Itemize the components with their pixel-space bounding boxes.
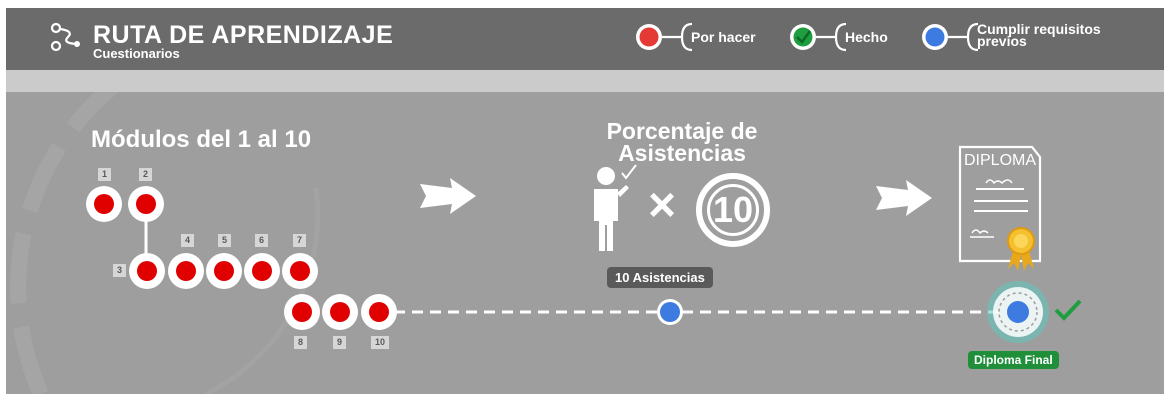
module-node-3[interactable]	[129, 253, 165, 289]
module-node-10[interactable]	[361, 294, 397, 330]
module-node-1[interactable]	[86, 186, 122, 222]
route-icon	[50, 22, 80, 52]
checkmark-icon	[1054, 299, 1082, 321]
module-number-6: 6	[255, 234, 268, 247]
multiply-sign: ×	[648, 179, 677, 232]
legend-done-icon	[790, 22, 847, 52]
person-check-icon	[594, 164, 637, 251]
module-node-8[interactable]	[284, 294, 320, 330]
module-number-8: 8	[294, 336, 307, 349]
module-number-10: 10	[371, 336, 389, 349]
attendance-title: Porcentaje de Asistencias	[582, 118, 782, 166]
page-subtitle: Cuestionarios	[93, 46, 180, 61]
prereq-node-attendance[interactable]	[655, 297, 685, 327]
legend-todo-icon	[636, 22, 693, 52]
legend-prereq-label-line2: previos	[977, 33, 1027, 49]
final-prereq-node[interactable]	[983, 277, 1053, 347]
module-number-1: 1	[98, 168, 111, 181]
page-title: RUTA DE APRENDIZAJE	[93, 21, 394, 49]
module-number-7: 7	[293, 234, 306, 247]
module-number-4: 4	[181, 234, 194, 247]
diploma-doc-title: DIPLOMA	[964, 152, 1037, 169]
module-number-9: 9	[333, 336, 346, 349]
module-node-6[interactable]	[244, 253, 280, 289]
legend-prereq-icon	[922, 22, 979, 52]
module-node-5[interactable]	[206, 253, 242, 289]
legend-done-label: Hecho	[845, 29, 888, 45]
legend-todo-label: Por hacer	[691, 29, 756, 45]
diploma-badge: Diploma Final	[968, 351, 1059, 369]
module-node-7[interactable]	[282, 253, 318, 289]
attendance-title-line1: Porcentaje de	[606, 118, 758, 144]
module-node-9[interactable]	[322, 294, 358, 330]
legend-prereq-label-line1: Cumplir requisitos	[977, 21, 1101, 37]
module-node-4[interactable]	[168, 253, 204, 289]
module-number-5: 5	[218, 234, 231, 247]
legend-done: Hecho	[788, 20, 908, 54]
number-ten-icon: 10	[696, 173, 770, 247]
arrow-right-icon	[420, 178, 476, 214]
attendance-count: 10	[712, 189, 754, 230]
module-node-2[interactable]	[128, 186, 164, 222]
module-number-2: 2	[139, 168, 152, 181]
legend-prereq: Cumplir requisitos previos	[920, 20, 1130, 54]
header-subbar	[6, 70, 1164, 92]
arrow-right-icon	[876, 180, 932, 216]
learning-path-panel: RUTA DE APRENDIZAJE Cuestionarios Por ha…	[6, 8, 1164, 394]
attendance-title-line2: Asistencias	[618, 140, 746, 166]
header-bar	[6, 8, 1164, 70]
diploma-icon	[958, 145, 1042, 271]
attendance-badge: 10 Asistencias	[607, 267, 713, 288]
legend-todo: Por hacer	[634, 20, 774, 54]
modules-title: Módulos del 1 al 10	[91, 126, 312, 153]
module-number-3: 3	[113, 264, 126, 277]
